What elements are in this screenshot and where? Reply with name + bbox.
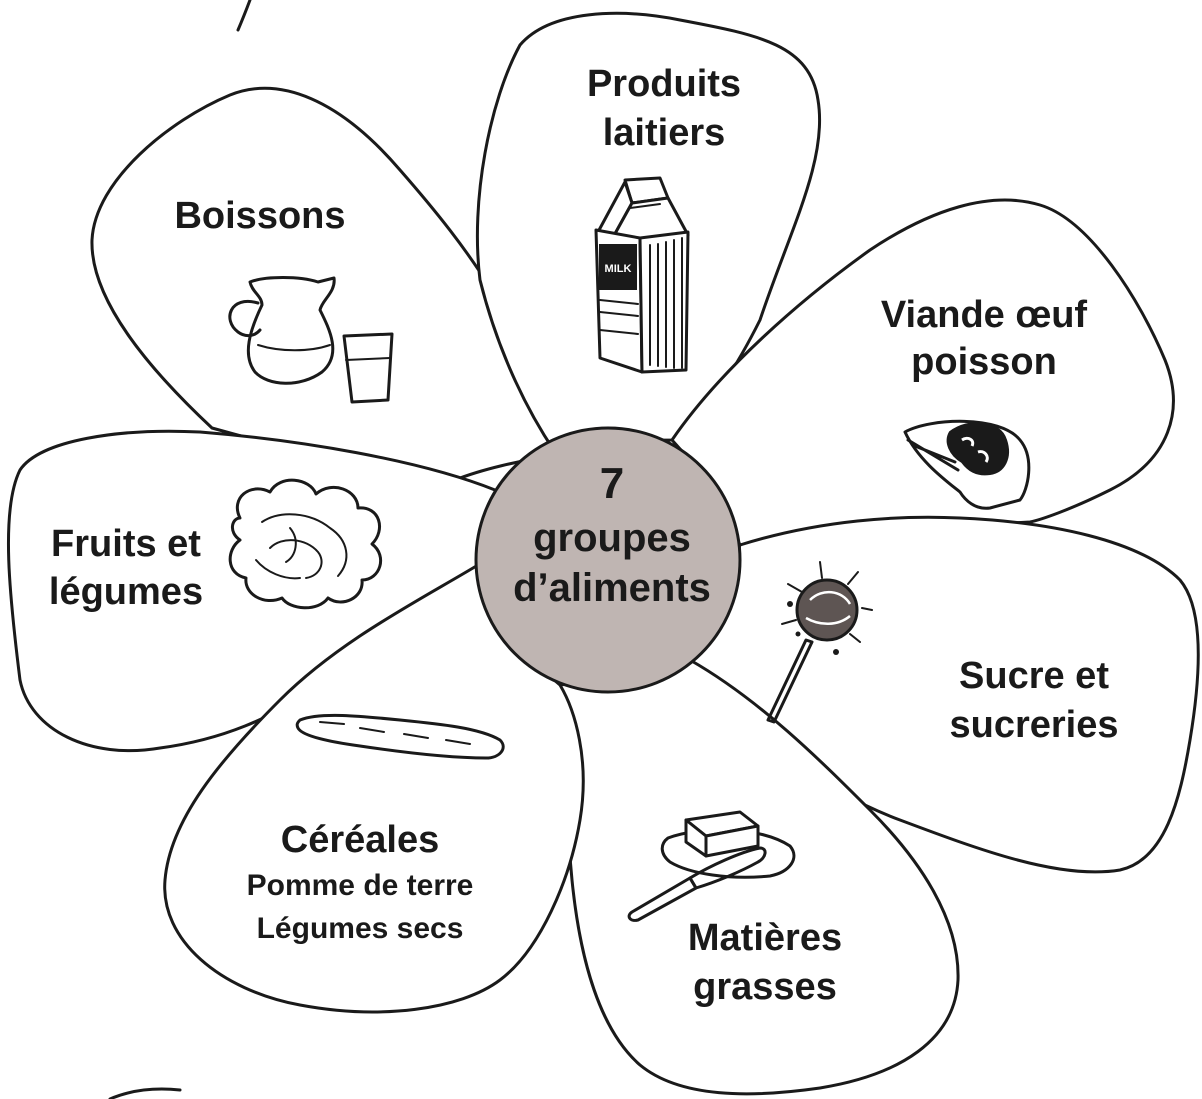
- label-produits-line-2: laitiers: [603, 112, 726, 154]
- label-viande-line-1: Viande œuf: [881, 294, 1088, 336]
- label-matieres-line-2: grasses: [693, 966, 837, 1008]
- milk-carton-label: MILK: [605, 263, 632, 275]
- label-cereales-line-3: Légumes secs: [257, 912, 464, 945]
- milk-carton-icon: MILK: [596, 178, 688, 372]
- label-fruits-line-1: Fruits et: [51, 523, 201, 565]
- label-sucre-line-2: sucreries: [949, 704, 1118, 746]
- label-sucre-line-1: Sucre et: [959, 655, 1109, 697]
- label-produits-line-1: Produits: [587, 63, 741, 105]
- label-cereales-line-1: Céréales: [281, 819, 439, 861]
- center-number: 7: [600, 459, 624, 508]
- label-fruits-line-2: légumes: [49, 571, 203, 613]
- corner-arc-bottom: [110, 1089, 180, 1099]
- center-line-1: groupes: [533, 516, 691, 560]
- center-line-2: d’aliments: [513, 566, 711, 610]
- label-viande-line-2: poisson: [911, 341, 1057, 383]
- label-cereales-line-2: Pomme de terre: [247, 869, 474, 902]
- label-matieres-line-1: Matières: [688, 917, 842, 959]
- corner-stroke-top: [238, 0, 250, 30]
- label-boissons: Boissons: [174, 195, 345, 237]
